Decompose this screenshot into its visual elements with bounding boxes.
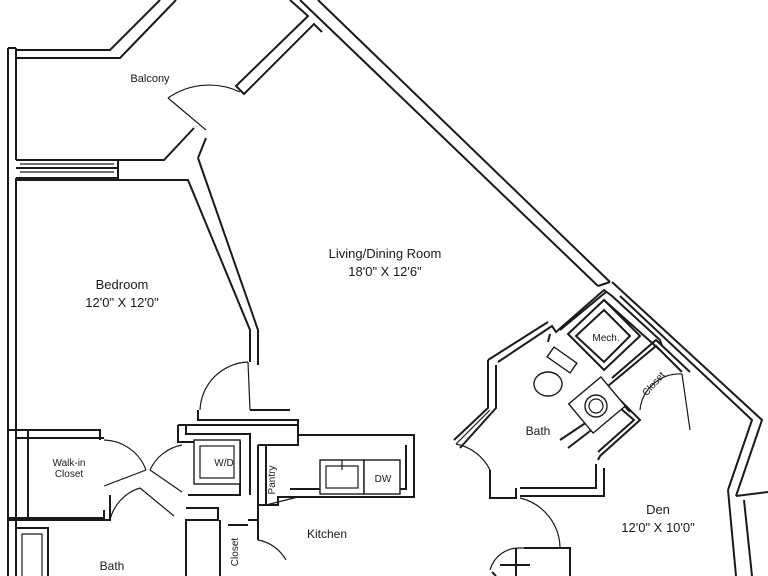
dishwasher-icon [363,459,401,495]
kitchen-closet-label: Closet [230,538,241,567]
bedroom-dims: 12'0" X 12'0" [85,295,159,310]
mech-label: Mech. [592,333,619,344]
wd-label: W/D [214,458,233,469]
den-label: Den [646,502,670,517]
pantry-label: Pantry [267,466,278,495]
living-dining-label: Living/Dining Room [329,246,442,261]
walk-in-closet-label-line1: Walk-in [53,458,86,469]
balcony-label: Balcony [130,73,170,85]
walk-in-closet-label-line2: Closet [55,469,84,480]
den-dims: 12'0" X 10'0" [621,520,695,535]
doors [103,84,691,571]
walls [7,0,768,576]
washer-dryer-icon [193,439,241,485]
living-dining-dims: 18'0" X 12'6" [348,264,422,279]
kitchen-label: Kitchen [307,527,347,541]
dw-label: DW [375,474,392,485]
den-closet-label: Closet [641,370,668,399]
bedroom-label: Bedroom [96,277,149,292]
room-labels: Balcony Living/Dining Room 18'0" X 12'6"… [53,73,696,573]
fixtures [193,346,627,495]
main-bath-label: Bath [100,559,125,573]
toilet-icon [533,371,563,397]
den-bath-label: Bath [526,424,551,438]
